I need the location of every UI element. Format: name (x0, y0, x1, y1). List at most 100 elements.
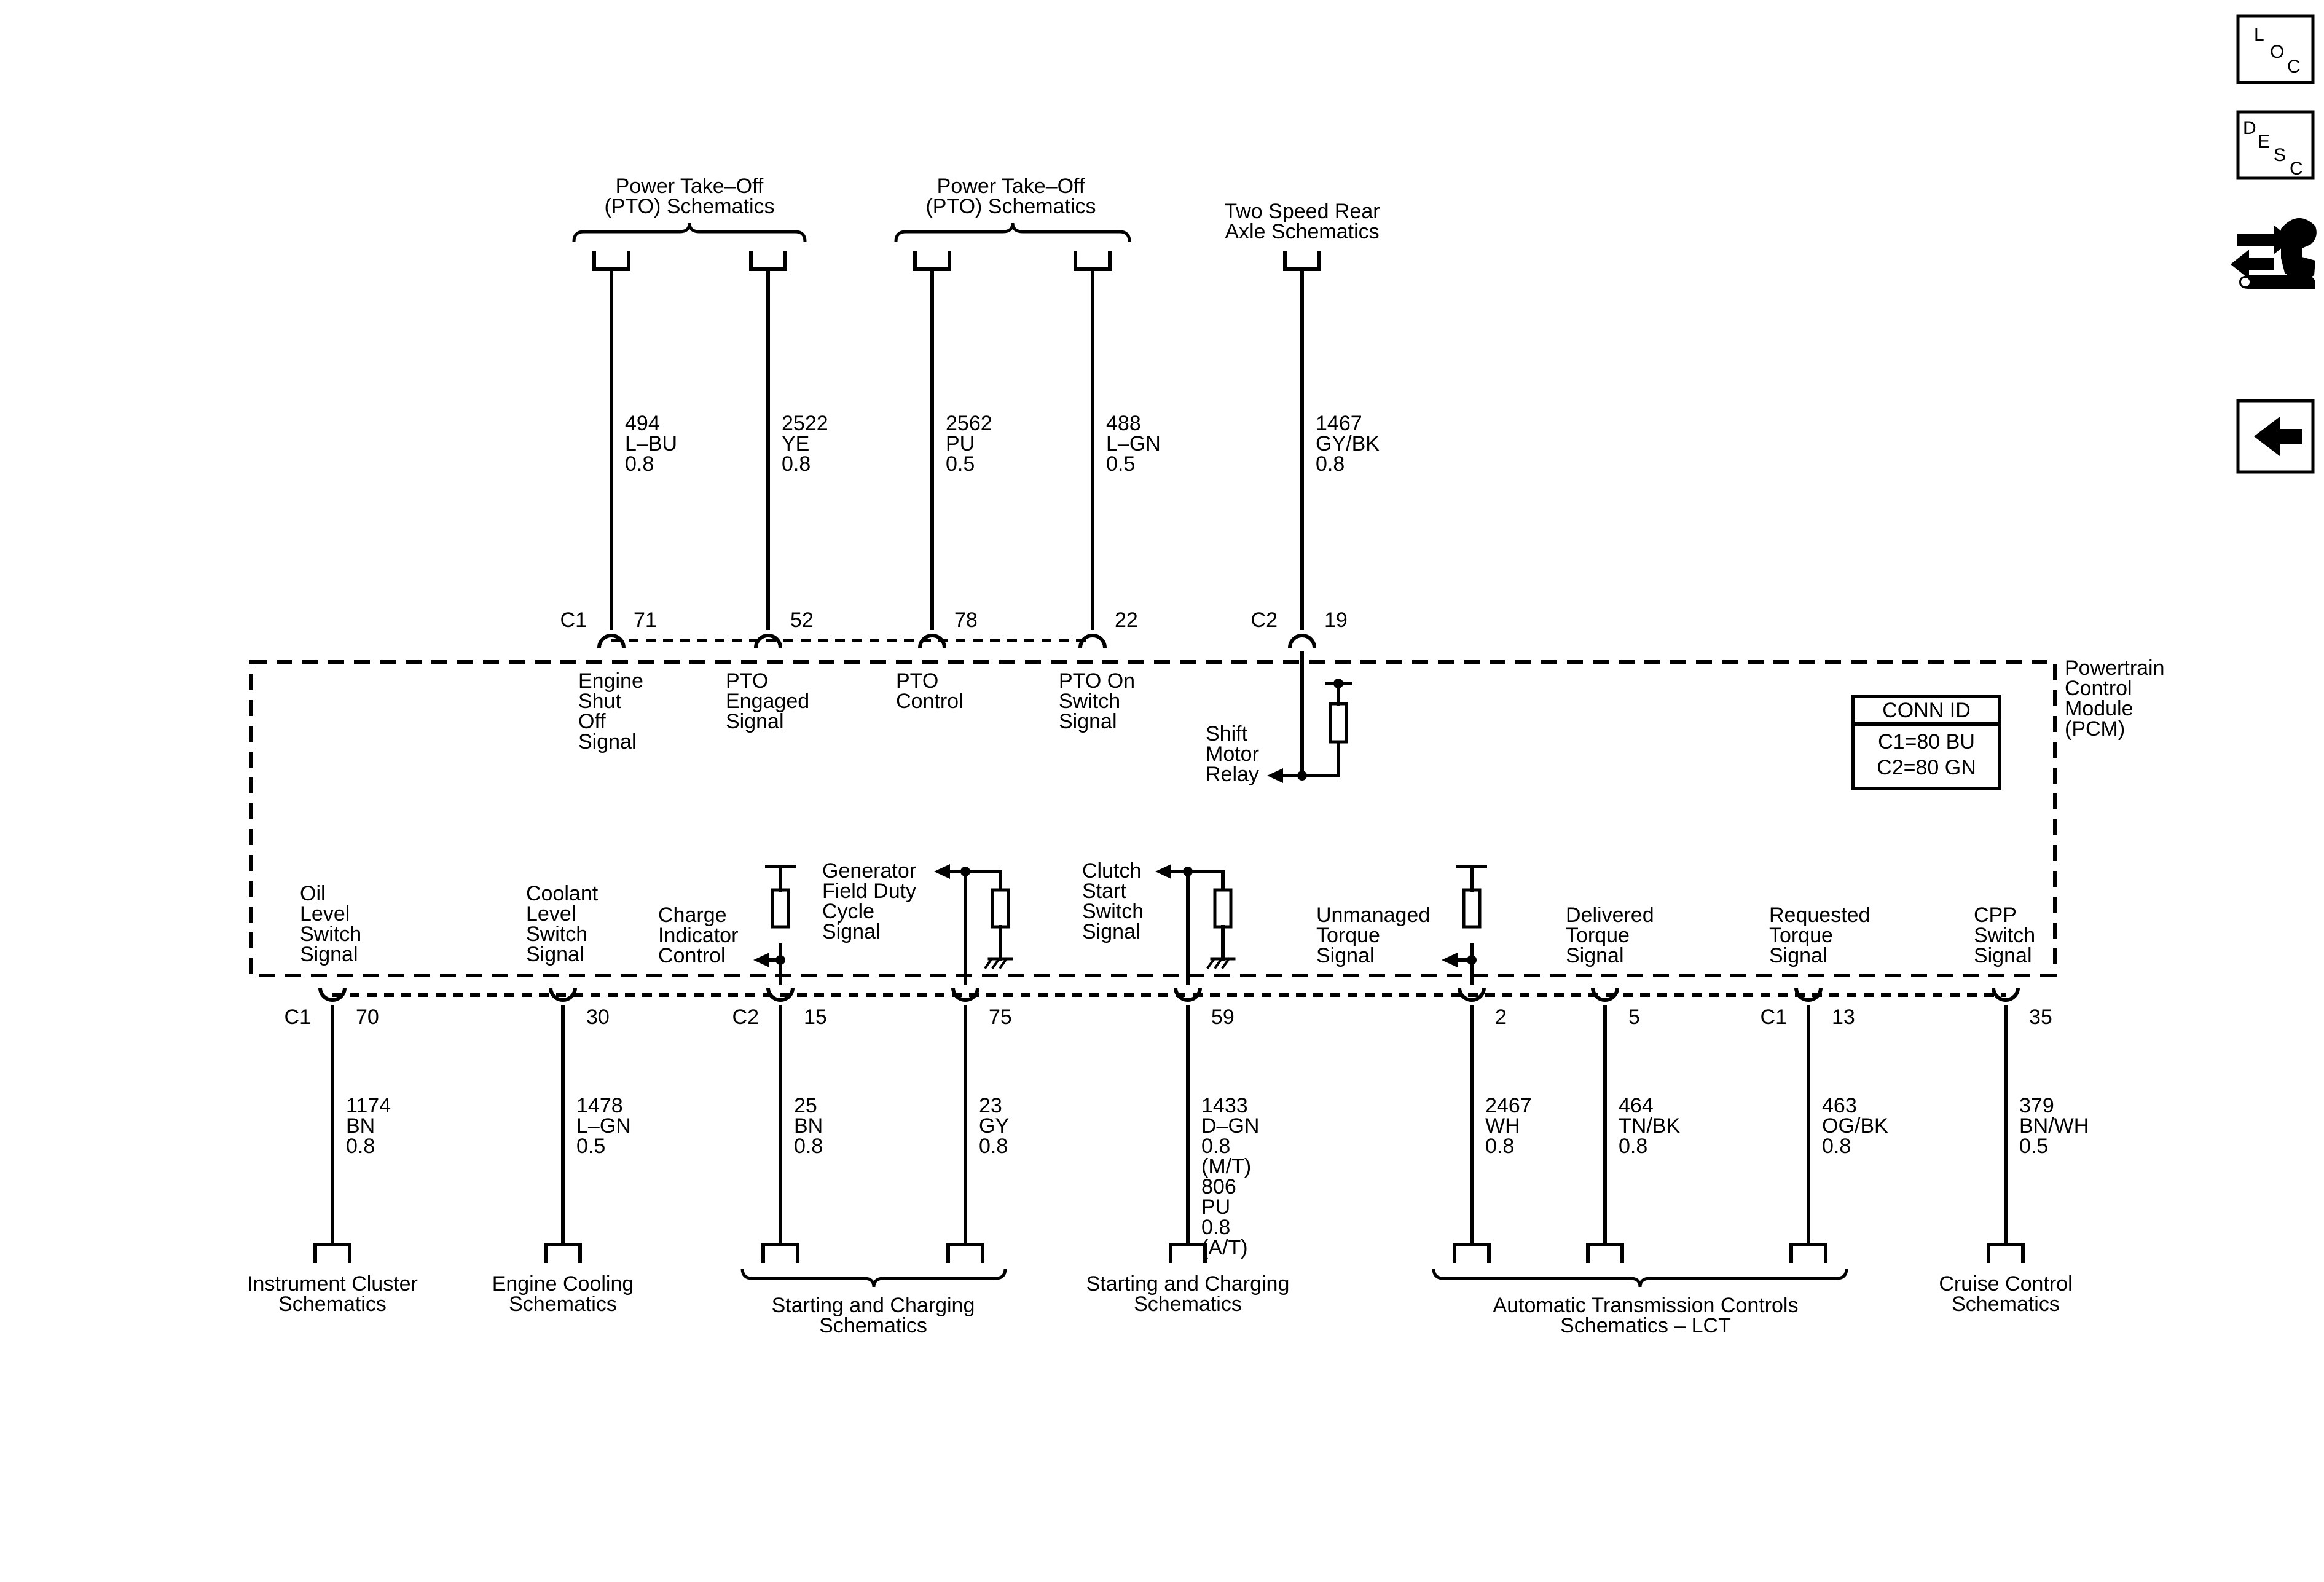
conn-id-row: C2=80 GN (1877, 756, 1976, 779)
ground-icon (1221, 957, 1231, 969)
pin-number: 13 (1832, 1005, 1855, 1029)
text-line: Power Take–Off (616, 175, 764, 198)
text-line: Relay (1206, 763, 1259, 786)
text-line: Schematics (1952, 1293, 2060, 1316)
text-line: Charge (658, 903, 727, 927)
pulldown-resistor (991, 888, 1010, 929)
pin-number: 52 (790, 608, 814, 632)
pin-number: 22 (1115, 608, 1138, 632)
repair-procedures-icon[interactable] (2231, 218, 2317, 289)
text-line: 0.8 (625, 452, 654, 476)
harness-terminal (761, 1243, 799, 1263)
text-line: 0.5 (1106, 452, 1135, 476)
text-line: 494 (625, 412, 660, 435)
text-line: Signal (526, 943, 584, 966)
harness-terminal (1169, 1243, 1207, 1263)
wrench-icon (2239, 275, 2315, 289)
text-line: TN/BK (1619, 1114, 1680, 1138)
desc-button-frame[interactable] (2236, 110, 2315, 180)
text-line: Start (1082, 880, 1126, 903)
pin-number: 5 (1628, 1005, 1640, 1029)
desc-letter: S (2274, 145, 2286, 165)
text-line: PTO On (1059, 669, 1135, 693)
pin-connector (1591, 987, 1619, 1002)
text-line: Switch (1082, 900, 1144, 923)
loc-button[interactable]: LOC (2236, 14, 2315, 84)
text-line: Indicator (658, 924, 738, 947)
harness-terminal (1453, 1243, 1491, 1263)
signal-arrow (1442, 953, 1458, 967)
text-line: Starting and Charging (772, 1294, 975, 1317)
pin-number: 19 (1324, 608, 1348, 632)
destination-brace (740, 1268, 1007, 1288)
text-line: (A/T) (1201, 1236, 1248, 1259)
right-arrow-icon (2237, 225, 2292, 254)
text-line: Clutch (1082, 859, 1141, 883)
text-line: Signal (726, 710, 784, 733)
text-line: Schematics (819, 1314, 927, 1337)
text-line: 1467 (1316, 412, 1362, 435)
loc-letter: O (2270, 42, 2284, 62)
destination-brace (1432, 1268, 1848, 1288)
pin-number: 30 (586, 1005, 610, 1029)
text-line: 0.8 (1485, 1135, 1514, 1158)
text-line: OG/BK (1822, 1114, 1888, 1138)
text-line: D–GN (1201, 1114, 1259, 1138)
text-line: (PTO) Schematics (925, 195, 1096, 218)
back-button[interactable] (2236, 399, 2315, 474)
signal-arrow (753, 953, 769, 967)
text-line: 0.8 (979, 1135, 1008, 1158)
text-line: 2522 (782, 412, 828, 435)
relay-resistor (1329, 702, 1348, 744)
text-line: 23 (979, 1094, 1002, 1117)
text-line: GY (979, 1114, 1009, 1138)
text-line: Switch (1974, 924, 2035, 947)
harness-terminal (1987, 1243, 2025, 1263)
text-line: Requested (1769, 903, 1870, 927)
text-line: 0.8 (1201, 1135, 1230, 1158)
text-line: Schematics (1134, 1293, 1242, 1316)
loc-button-frame[interactable] (2236, 14, 2315, 84)
text-line: CPP (1974, 903, 2017, 927)
text-line: Signal (1059, 710, 1117, 733)
text-line: 488 (1106, 412, 1141, 435)
text-line: Starting and Charging (1086, 1272, 1290, 1296)
pin-connector (918, 634, 946, 648)
text-line: Control (658, 944, 726, 967)
desc-letter: C (2290, 159, 2303, 179)
text-line: 0.5 (2019, 1135, 2048, 1158)
text-line: Delivered (1566, 903, 1654, 927)
left-arrow-icon (2231, 250, 2274, 279)
ground-icon (984, 957, 994, 969)
text-line: Engine (578, 669, 643, 693)
pin-number: 70 (356, 1005, 379, 1029)
pin-number: 59 (1211, 1005, 1235, 1029)
text-line: Automatic Transmission Controls (1493, 1294, 1799, 1317)
text-line: Power Take–Off (937, 175, 1085, 198)
text-line: Signal (1974, 944, 2032, 967)
text-line: 0.8 (782, 452, 811, 476)
destination-label: Power Take–Off(PTO) Schematics (925, 175, 1096, 218)
text-line: Switch (300, 923, 361, 946)
pin-connector (754, 634, 782, 648)
text-line: Shift (1206, 722, 1248, 746)
pin-connector (1794, 987, 1823, 1002)
destination-brace (572, 222, 807, 242)
text-line: Schematics (509, 1293, 617, 1316)
